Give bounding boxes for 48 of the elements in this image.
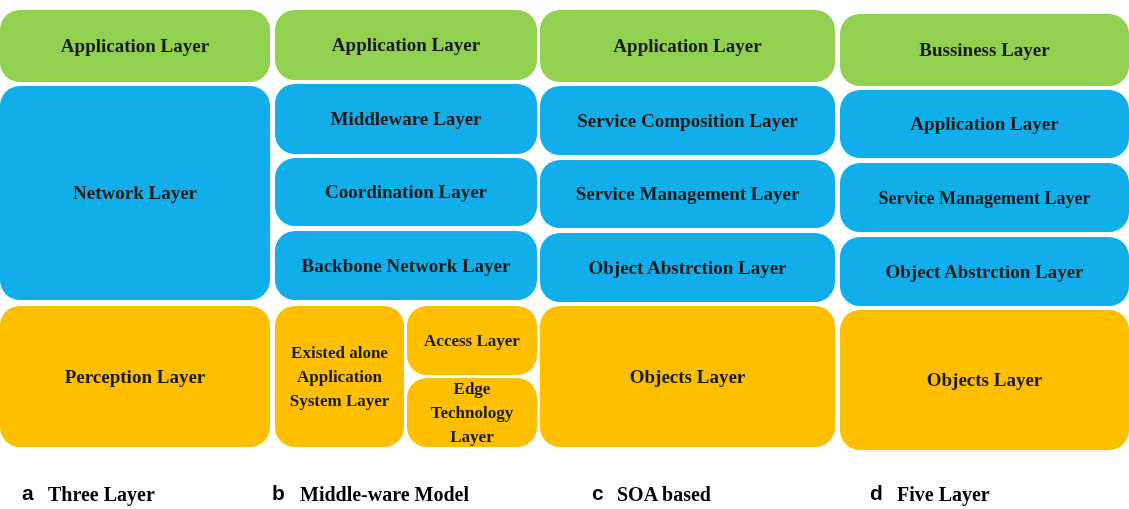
layer-name: Service Management Layer <box>575 182 800 206</box>
layer-name: Coordination Layer <box>325 180 487 204</box>
panel-caption: Three Layer <box>48 483 155 506</box>
layer-name: Middleware Layer <box>330 107 482 131</box>
panel-letter: a <box>22 481 34 505</box>
layer-box <box>840 163 1129 232</box>
layer-box <box>275 306 404 447</box>
layer-name: Objects Layer <box>629 364 746 389</box>
layer-box <box>840 237 1129 306</box>
layer-box <box>275 10 537 80</box>
panel-caption: Middle-ware Model <box>300 483 470 506</box>
layer-box <box>0 306 270 447</box>
panel-caption: Five Layer <box>897 483 990 506</box>
layer-box <box>540 10 835 82</box>
layer-box <box>0 86 270 300</box>
layer-box <box>540 160 835 228</box>
layer-box <box>540 306 835 447</box>
panel-letter: d <box>870 481 883 505</box>
layer-name: Application Layer <box>910 112 1059 136</box>
panel-letter: c <box>592 481 604 505</box>
layer-name: Access Layer <box>424 329 520 352</box>
layer-name: Application Layer <box>60 34 210 58</box>
layer-box <box>540 86 835 155</box>
layer-box <box>275 231 537 300</box>
layer-name: Network Layer <box>73 181 197 205</box>
layer-name: Object Abstrction Layer <box>588 255 787 280</box>
panel-caption: SOA based <box>617 483 711 506</box>
layer-box <box>407 306 537 375</box>
layer-box <box>275 84 537 154</box>
layer-box <box>840 90 1129 158</box>
layer-box <box>540 233 835 302</box>
layer-box <box>840 14 1129 86</box>
layer-name: Service Management Layer <box>878 186 1091 210</box>
layer-name: Objects Layer <box>926 368 1043 392</box>
layer-name: Bussiness Layer <box>919 38 1050 62</box>
layer-name: Application Layer <box>331 33 481 57</box>
layer-name: Application Layer <box>613 34 762 58</box>
layer-name: Object Abstrction Layer <box>885 259 1084 284</box>
layer-name: Perception Layer <box>64 364 206 389</box>
layer-name: Edge Technology Layer <box>429 377 515 448</box>
layer-box <box>0 10 270 82</box>
panel-letter: b <box>272 481 285 505</box>
layer-name: Existed alone Application System Layer <box>288 341 391 412</box>
layer-box <box>275 158 537 226</box>
layer-box <box>407 378 537 447</box>
layer-name: Service Composition Layer <box>577 108 798 133</box>
layer-box <box>840 310 1129 450</box>
layer-name: Backbone Network Layer <box>301 253 511 278</box>
